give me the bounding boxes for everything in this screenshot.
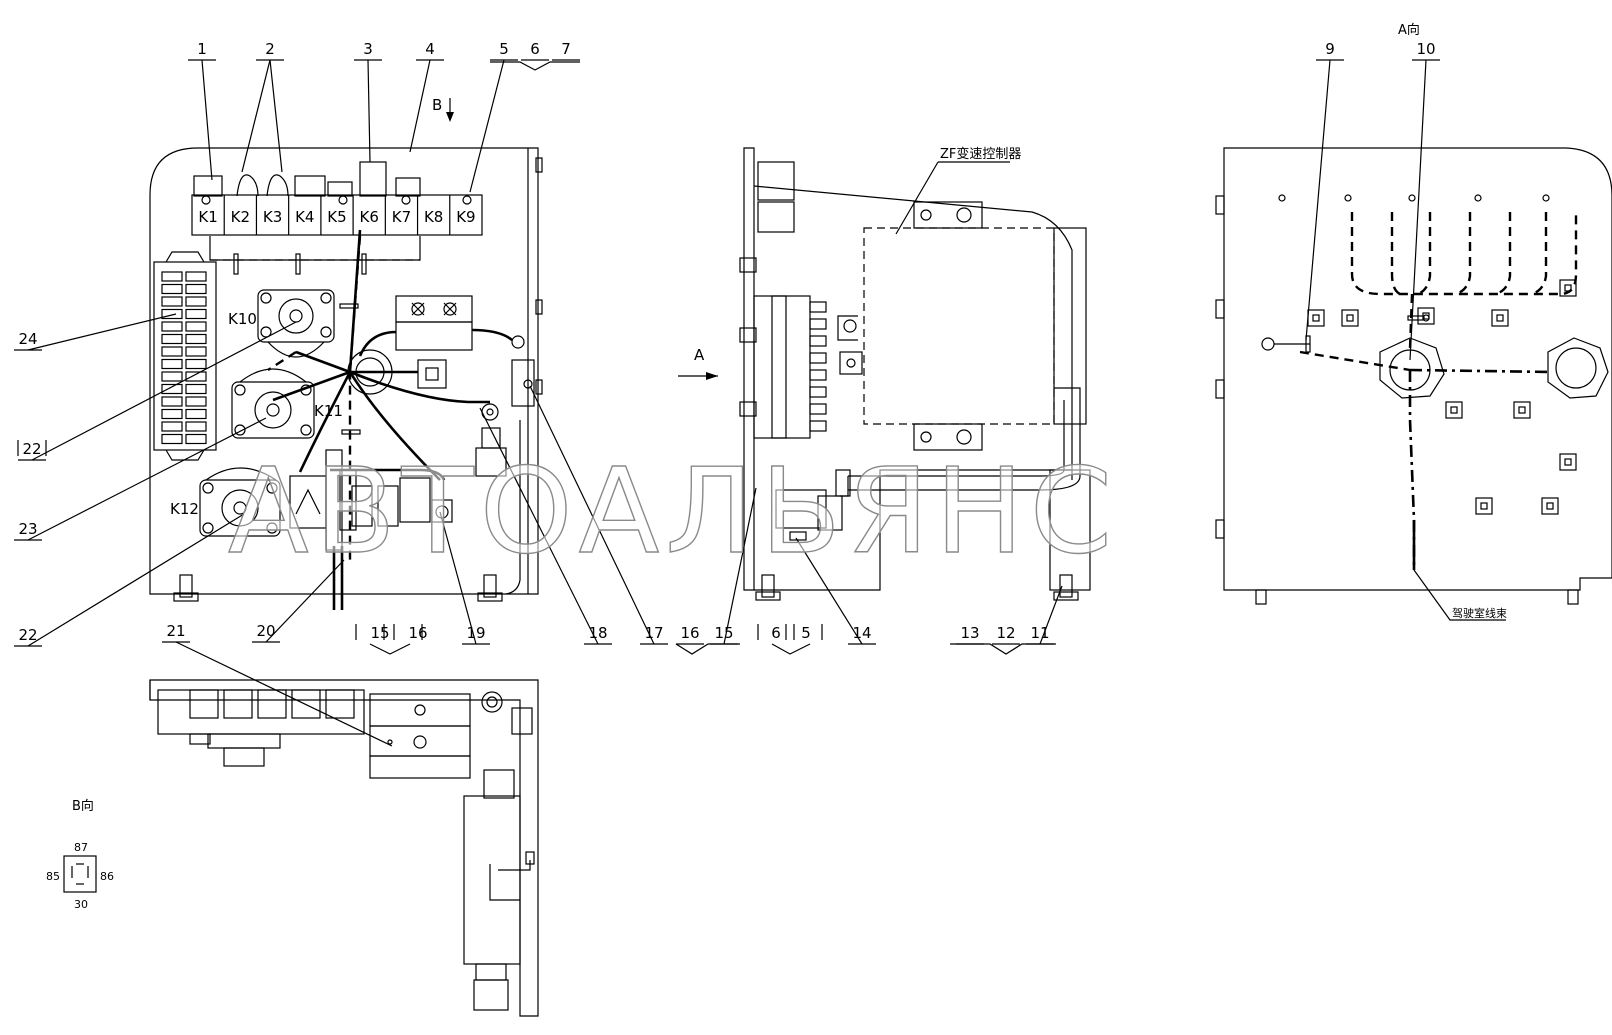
callout-5: 5 [499,40,509,58]
relay-label-k3: K3 [263,208,282,226]
relay-k12 [199,479,281,537]
view-b-label: B向 [72,798,94,814]
callout-22: 22 [18,626,37,644]
relay-label-k7: K7 [392,208,411,226]
main-panel-front-view: K1 K2 K3 K4 K5 K6 K7 K8 K9 [149,147,543,610]
relay-label-k9: K9 [456,208,475,226]
callout-18: 18 [588,624,607,642]
socket-outline [63,855,97,893]
zf-controller [863,227,1055,425]
callout-23: 23 [18,520,37,538]
zf-controller-label: ZF变速控制器 [940,146,1021,162]
relay-label-k1: K1 [198,208,217,226]
callout-12: 12 [996,624,1015,642]
pin-85: 85 [46,870,60,883]
leader-lines [14,59,1440,747]
callout-19: 19 [466,624,485,642]
callout-11: 11 [1030,624,1049,642]
view-b-part [149,679,539,1017]
callout-15: 15 [714,624,733,642]
callout-4: 4 [425,40,435,58]
back-plate [1223,147,1612,591]
relay-label-k10: K10 [228,310,257,328]
callout-14: 14 [852,624,871,642]
relay-k11 [231,381,315,439]
cab-harness-label: 驾驶室线束 [1452,606,1507,620]
callout-7: 7 [561,40,571,58]
callout-22: 22 [22,440,41,458]
relay-label-k8: K8 [424,208,443,226]
callout-24: 24 [18,330,37,348]
arrow-b-label: B [432,96,442,114]
arrow-b: B [432,96,454,122]
pin-30: 30 [74,898,88,911]
callout-13: 13 [960,624,979,642]
relay-label-k5: K5 [327,208,346,226]
callout-16: 16 [680,624,699,642]
relay-label-k6: K6 [360,208,379,226]
relay-socket-b-view: B向 87 85 86 30 [46,798,114,911]
view-a-back: A向 驾驶室线束 [1215,22,1612,621]
pin-87: 87 [74,841,88,854]
callout-9: 9 [1325,40,1335,58]
side-plate [743,147,755,591]
relay-label-k4: K4 [295,208,314,226]
callout-boxed-15: 15 [370,624,389,642]
callout-20: 20 [256,622,275,640]
arrow-a-label: A [694,346,705,364]
callout-3: 3 [363,40,373,58]
watermark: АВТОАЛЬЯНС [228,442,1118,580]
relay-label-k12: K12 [170,500,199,518]
callout-6: 6 [530,40,540,58]
view-a-label: A向 [1398,22,1420,38]
callout-boxed-6: 6 [771,624,781,642]
fuse-box [153,261,217,451]
panel-outline [149,147,539,595]
callout-boxed-5: 5 [801,624,811,642]
callout-boxed-16: 16 [408,624,427,642]
main-panel-side-view: A ZF变速控制器 [678,146,1091,601]
callout-10: 10 [1416,40,1435,58]
relay-k10 [257,289,335,343]
relay-label-k11: K11 [314,402,343,420]
callout-17: 17 [644,624,663,642]
relay-label-k2: K2 [231,208,250,226]
pin-86: 86 [100,870,114,883]
callout-21: 21 [166,622,185,640]
callout-1: 1 [197,40,207,58]
relay-row [191,194,483,236]
callout-2: 2 [265,40,275,58]
